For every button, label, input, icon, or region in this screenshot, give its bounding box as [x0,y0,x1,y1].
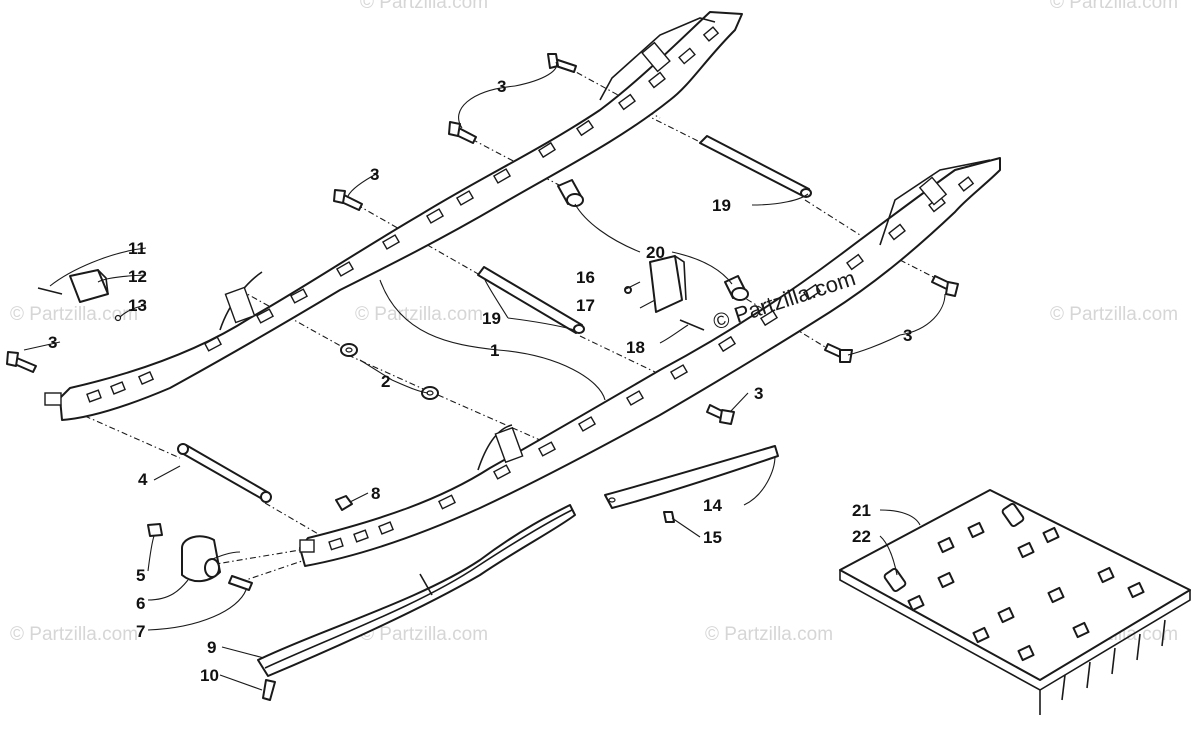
bumper-17 [649,255,687,313]
screw-10 [262,679,276,701]
rail-end-slot [299,539,315,553]
callout-2: 2 [381,372,390,391]
bolt-3-b [448,121,477,144]
callout-10: 10 [200,666,219,685]
pin-11 [37,287,63,295]
callout-8: 8 [371,484,380,503]
bolt-3-f [824,343,853,363]
nut-5 [147,523,163,537]
bolt-3-d [6,351,37,373]
callout-16: 16 [576,268,595,287]
callout-5: 5 [136,566,145,585]
callout-3: 3 [497,77,506,96]
track-lugs [883,502,1145,662]
bolt-3-a [547,53,577,73]
track-21 [839,489,1191,715]
washer-hole [345,347,353,353]
callout-3: 3 [903,326,912,345]
callout-19: 19 [712,196,731,215]
callout-12: 12 [128,267,147,286]
screw-15 [663,511,675,523]
bumper-12 [69,269,109,303]
nut-8 [335,495,353,511]
rail-upper [44,11,743,421]
callout-3: 3 [48,333,57,352]
leader-lines [23,61,946,691]
track-studs [1039,619,1166,715]
axle-4 [177,443,272,503]
callout-22: 22 [852,527,871,546]
rail-lower-slots [328,176,975,551]
bolt-3-g [706,404,735,425]
callout-11: 11 [128,239,146,258]
callout-21: 21 [852,501,871,520]
strip-14 [604,445,779,509]
watermark-text: © Partzilla.com [360,624,488,645]
bushing-20-upper [557,179,584,207]
callout-7: 7 [136,622,145,641]
watermark-text: © Partzilla.com [10,624,138,645]
callout-3: 3 [754,384,763,403]
callout-6: 6 [136,594,145,613]
callout-19: 19 [482,309,501,328]
callout-17: 17 [576,296,595,315]
slide-9 [257,504,576,677]
callout-4: 4 [138,470,148,489]
bolt-7 [228,575,253,591]
watermark-text: © Partzilla.com [705,624,833,645]
callout-9: 9 [207,638,216,657]
callout-13: 13 [128,296,147,315]
cross-shaft-19-upper [699,135,812,198]
callout-labels: 3 3 11 12 13 3 19 20 16 17 18 19 1 2 3 3… [48,77,912,685]
callout-18: 18 [626,338,645,357]
rail-lower [299,157,1001,567]
clip-13 [114,314,122,322]
watermark-text: © Partzilla.com [355,304,483,325]
callout-15: 15 [703,528,722,547]
callout-3: 3 [370,165,379,184]
rail-end-slot [44,392,62,406]
callout-14: 14 [703,496,722,515]
bolt-3-c [333,189,363,211]
callout-20: 20 [646,243,665,262]
bolt-3-e [931,275,959,297]
watermark-text: © Partzilla.com [1050,304,1178,325]
callout-1: 1 [490,341,499,360]
watermark-text: © Partzilla.com [10,304,138,325]
rail-upper-slots [86,26,720,403]
cross-shaft-19-lower [477,266,585,334]
pin-18 [679,319,705,331]
watermark-text: © Partzilla.com [360,0,488,13]
watermark-text: © Partzilla.com [1050,0,1178,13]
